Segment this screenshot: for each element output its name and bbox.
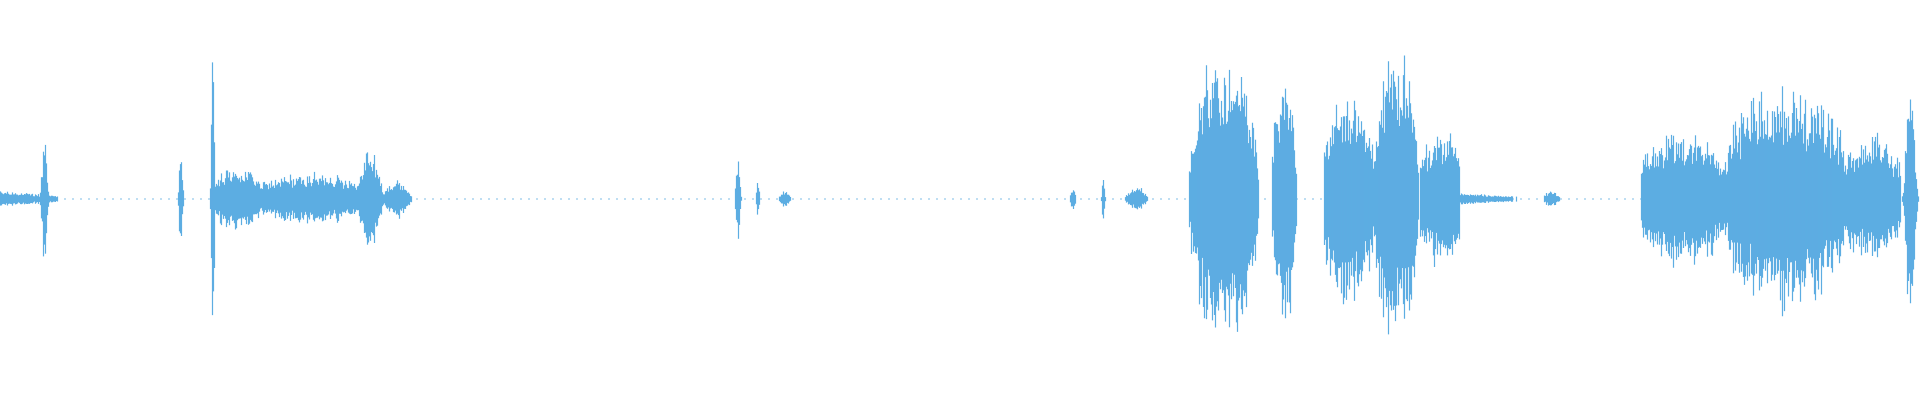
waveform-bars [0, 55, 1920, 335]
